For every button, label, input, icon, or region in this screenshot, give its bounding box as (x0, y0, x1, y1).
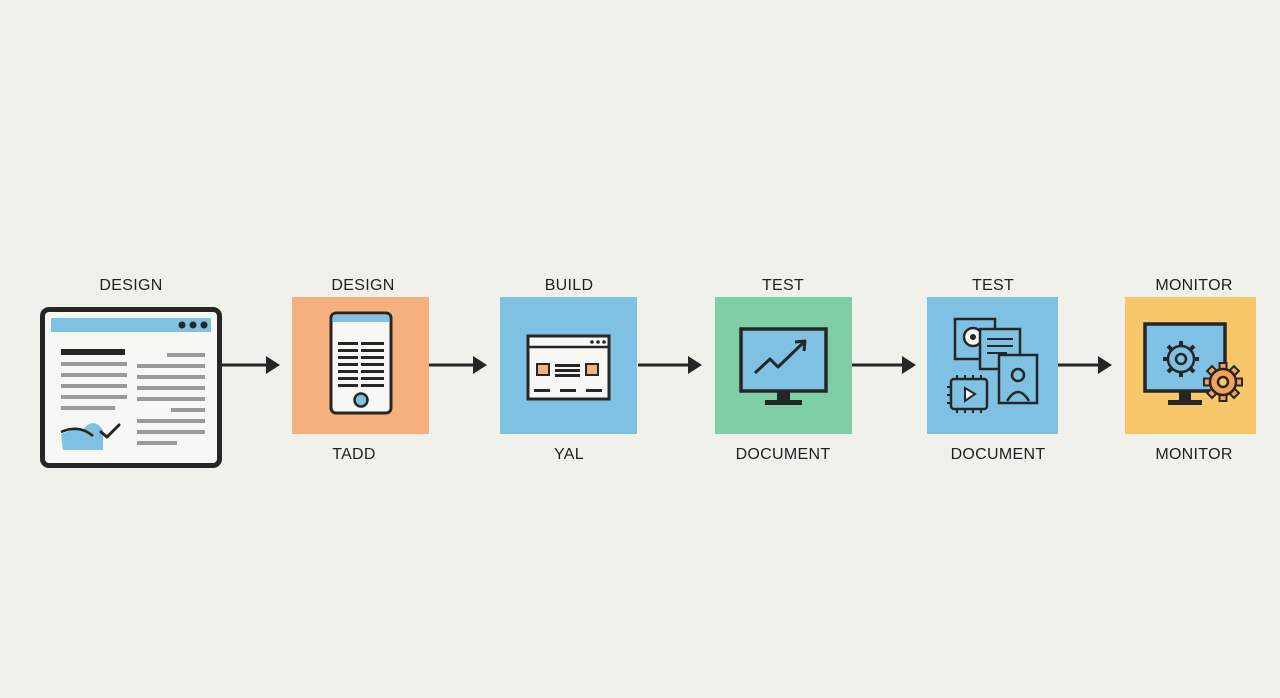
step-2-top-label: DESIGN (331, 277, 395, 294)
step-2-tile (292, 297, 429, 434)
step-5-tile (927, 297, 1064, 434)
arrow-5 (1058, 356, 1112, 374)
step-5-top-label: TEST (971, 277, 1015, 294)
step-4-top-label: TEST (761, 277, 805, 294)
documents-stack-icon (927, 297, 1058, 434)
arrow-2 (429, 356, 487, 374)
trend-monitor-icon (715, 297, 852, 434)
step-2-bottom-label: TADD (332, 446, 376, 463)
web-layout-icon (500, 297, 637, 434)
step-3-bottom-label: YAL (554, 446, 584, 463)
step-5-bottom-label: DOCUMENT (950, 446, 1046, 463)
step-4-bottom-label: DOCUMENT (735, 446, 831, 463)
step-6-bottom-label: MONITOR (1155, 446, 1233, 463)
arrow-4 (852, 356, 916, 374)
arrow-3 (638, 356, 702, 374)
step-4-tile (715, 297, 852, 434)
step-6-top-label: MONITOR (1155, 277, 1233, 294)
tablet-mockup-icon (292, 297, 429, 434)
wireframe-browser-icon (40, 307, 222, 468)
monitor-gear-icon (1125, 297, 1256, 434)
arrow-1 (222, 356, 280, 374)
step-6-tile (1125, 297, 1256, 434)
step-3-tile (500, 297, 637, 434)
step-1-top-label: DESIGN (99, 277, 163, 294)
step-3-top-label: BUILD (544, 277, 594, 294)
